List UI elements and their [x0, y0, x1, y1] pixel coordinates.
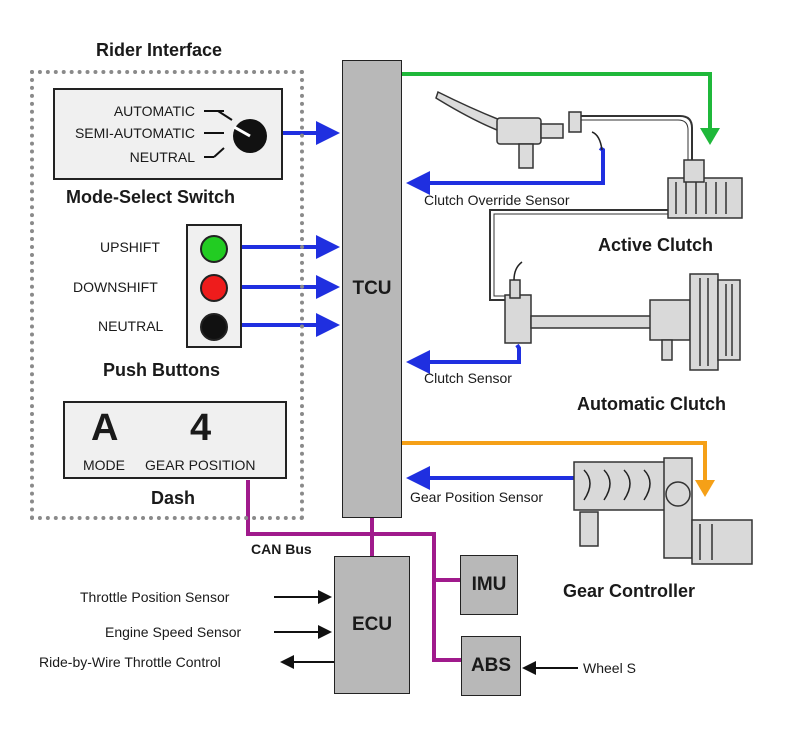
gear-position-sensor-label: Gear Position Sensor	[410, 489, 544, 505]
can-bus-dash-line	[246, 480, 372, 536]
throttle-position-sensor-label: Throttle Position Sensor	[80, 589, 230, 605]
imu-label: IMU	[471, 574, 507, 595]
neutral-label: NEUTRAL	[98, 318, 164, 334]
tcu-to-gear-controller-line	[402, 441, 707, 480]
abs-box[interactable]: ABS	[461, 636, 521, 696]
tcu-label: TCU	[352, 278, 392, 299]
wheel-sensor-label: Wheel S	[583, 660, 636, 676]
gear-controller-drawing	[573, 457, 753, 565]
dash-title: Dash	[151, 488, 196, 508]
clutch-lever-drawing	[435, 90, 693, 170]
engine-speed-sensor-label: Engine Speed Sensor	[105, 624, 242, 640]
rotary-knob-icon[interactable]	[200, 98, 280, 174]
ecu-label: ECU	[351, 614, 393, 635]
tcu-box[interactable]: TCU	[342, 60, 402, 518]
gear-controller-title: Gear Controller	[563, 581, 696, 601]
downshift-label: DOWNSHIFT	[73, 279, 158, 295]
mode-select-switch-panel: AUTOMATIC SEMI-AUTOMATIC NEUTRAL	[53, 88, 283, 180]
ecu-box[interactable]: ECU	[334, 556, 410, 694]
dash-gear-label: GEAR POSITION	[145, 457, 256, 473]
mode-select-switch-title: Mode-Select Switch	[66, 187, 236, 207]
dash-mode-label: MODE	[83, 457, 125, 473]
active-clutch-title: Active Clutch	[598, 235, 714, 255]
mode-automatic-label: AUTOMATIC	[113, 103, 195, 119]
tcu-to-active-clutch-line	[402, 72, 712, 135]
imu-box[interactable]: IMU	[460, 555, 518, 615]
clutch-override-sensor-line	[406, 146, 605, 195]
mode-semi-automatic-label: SEMI-AUTOMATIC	[74, 125, 195, 141]
automatic-clutch-drawing	[504, 261, 741, 371]
neutral-button[interactable]	[200, 313, 228, 341]
rider-interface-title: Rider Interface	[96, 40, 223, 60]
clutch-override-sensor-label: Clutch Override Sensor	[424, 192, 570, 208]
mode-neutral-label: NEUTRAL	[129, 149, 195, 165]
downshift-button[interactable]	[200, 274, 228, 302]
ride-by-wire-label: Ride-by-Wire Throttle Control	[39, 654, 221, 670]
push-buttons-title: Push Buttons	[103, 360, 220, 380]
can-bus-main-line	[372, 532, 461, 662]
rider-interface-frame	[30, 70, 304, 520]
can-bus-label: CAN Bus	[251, 541, 312, 557]
active-clutch-drawing	[489, 159, 743, 301]
upshift-button[interactable]	[200, 235, 228, 263]
abs-label: ABS	[470, 655, 512, 676]
clutch-sensor-line	[406, 343, 521, 374]
upshift-label: UPSHIFT	[100, 239, 160, 255]
dash-panel: A 4 MODE GEAR POSITION	[63, 401, 287, 479]
clutch-sensor-label: Clutch Sensor	[424, 370, 512, 386]
automatic-clutch-title: Automatic Clutch	[577, 394, 727, 414]
dash-mode-value: A	[91, 407, 119, 449]
dash-gear-value: 4	[190, 407, 212, 449]
push-buttons-panel	[186, 224, 242, 348]
